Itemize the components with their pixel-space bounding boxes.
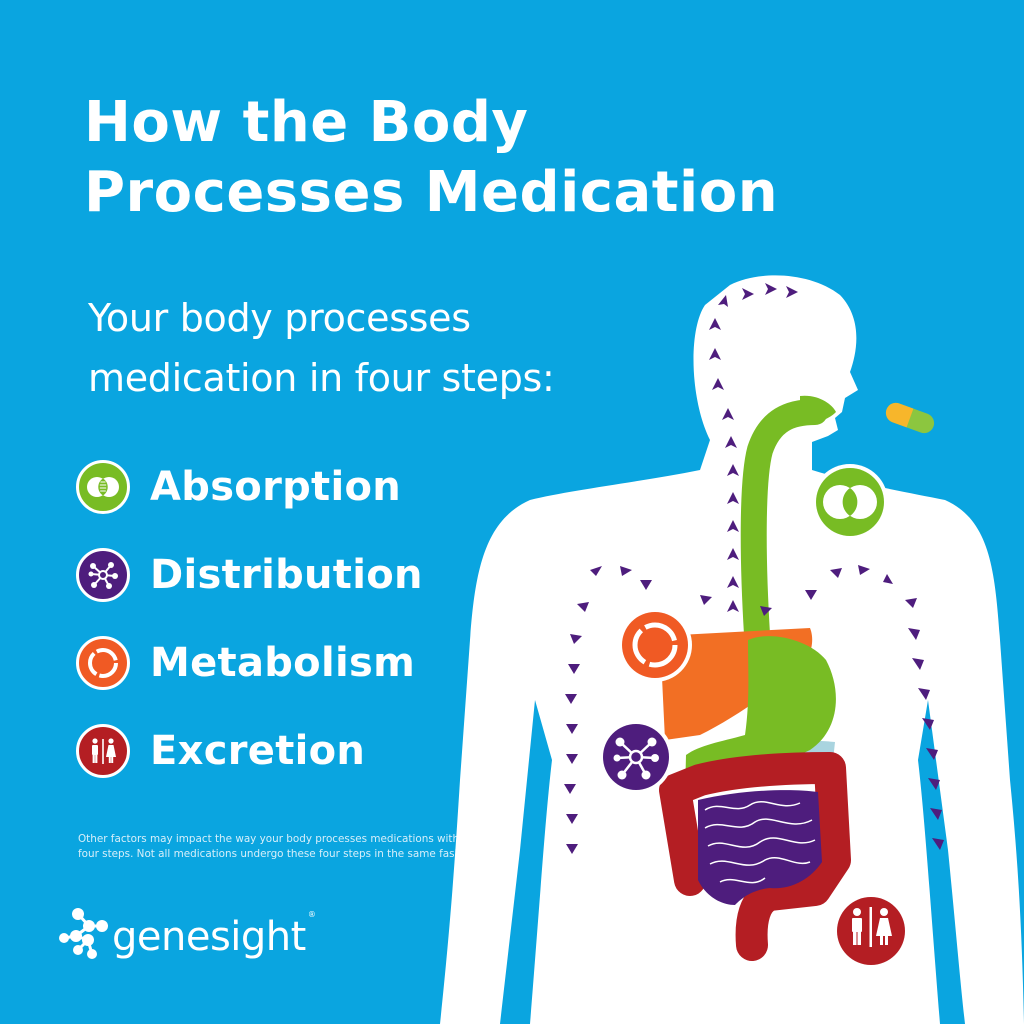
distribution-icon — [76, 548, 130, 602]
disclaimer-line-1: Other factors may impact the way your bo… — [78, 833, 501, 845]
mouth — [800, 395, 836, 424]
title-line-1: How the Body — [84, 90, 529, 155]
steps-list: Absorption Distribution Metabolism — [76, 458, 423, 810]
step-excretion: Excretion — [76, 722, 423, 780]
absorption-badge — [812, 464, 888, 540]
metabolism-badge — [618, 608, 692, 682]
step-distribution: Distribution — [76, 546, 423, 604]
brand-name: genesight® — [112, 910, 316, 960]
intestine-folds — [704, 800, 816, 884]
metabolism-icon — [76, 636, 130, 690]
step-label: Excretion — [150, 728, 366, 774]
step-label: Distribution — [150, 552, 423, 598]
excretion-badge — [833, 893, 909, 969]
intro-line-1: Your body processes — [88, 296, 471, 340]
restroom-icon — [76, 724, 130, 778]
intro-line-2: medication in four steps: — [88, 356, 555, 400]
step-label: Absorption — [150, 464, 402, 510]
stomach — [685, 636, 836, 795]
genesight-logo: genesight® — [58, 904, 316, 966]
step-metabolism: Metabolism — [76, 634, 423, 692]
step-absorption: Absorption — [76, 458, 423, 516]
pill-icon — [885, 402, 935, 434]
step-label: Metabolism — [150, 640, 416, 686]
flow-arrows — [564, 283, 944, 854]
disclaimer-text: Other factors may impact the way your bo… — [78, 832, 538, 862]
distribution-badge — [599, 720, 673, 794]
small-intestine — [698, 790, 822, 905]
registered-mark: ® — [307, 910, 316, 919]
disclaimer-line-2: four steps. Not all medications undergo … — [78, 848, 481, 860]
esophagus — [740, 399, 828, 663]
genesight-logo-mark-icon — [59, 908, 108, 959]
intro-text: Your body processes medication in four s… — [88, 288, 555, 408]
page-title: How the Body Processes Medication — [84, 88, 778, 228]
liver — [660, 628, 813, 740]
title-line-2: Processes Medication — [84, 160, 779, 225]
absorption-icon — [76, 460, 130, 514]
colon — [659, 752, 851, 961]
pancreas — [700, 740, 835, 773]
